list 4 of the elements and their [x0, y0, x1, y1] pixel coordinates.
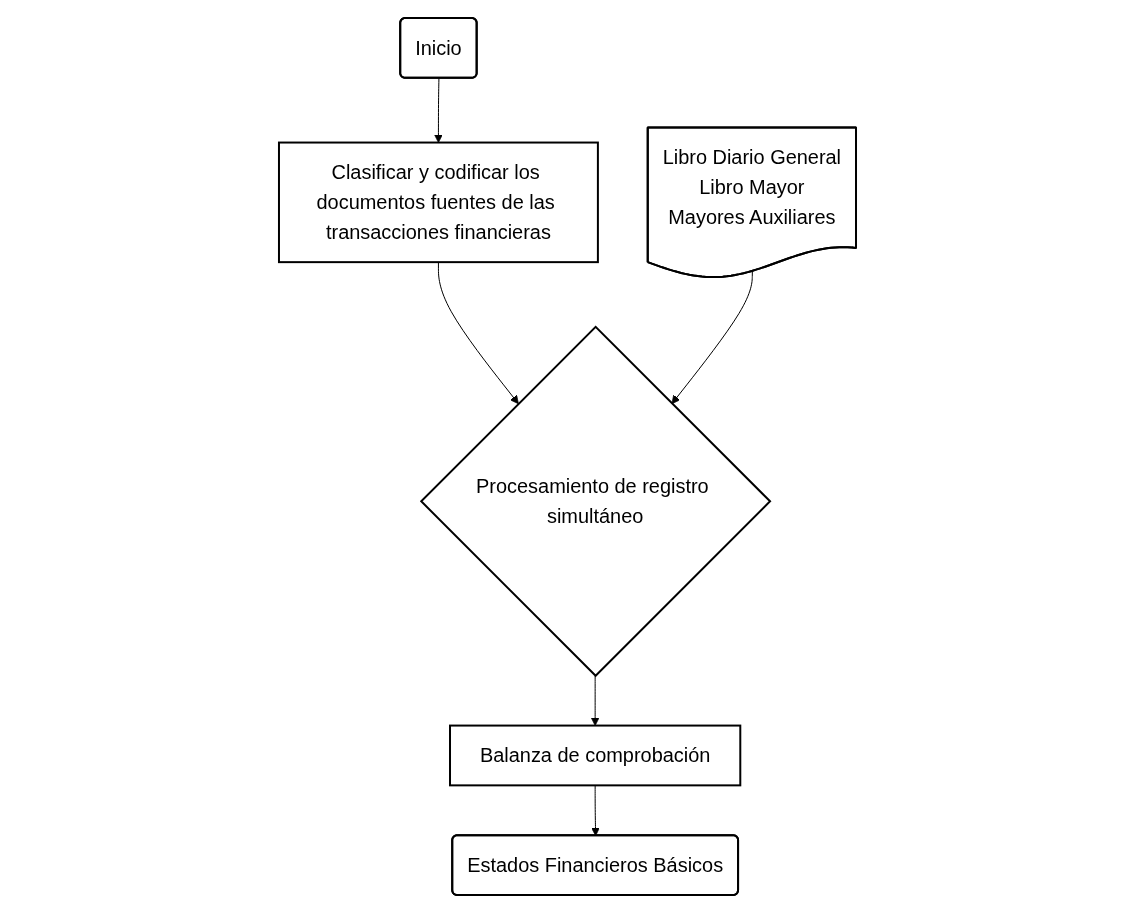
node-box: Balanza de comprobación [449, 724, 742, 787]
node-diamond: Procesamiento de registro simultáneo [419, 325, 772, 678]
node-box: Clasificar y codificar los documentos fuentes de las transacciones financieras [278, 141, 599, 264]
arrow [591, 784, 600, 837]
